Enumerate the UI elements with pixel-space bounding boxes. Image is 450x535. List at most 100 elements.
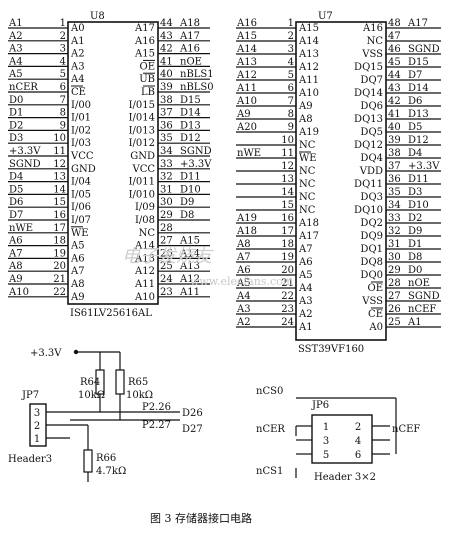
jp7-pin-number: 1 bbox=[34, 434, 40, 445]
pin-number: 26 bbox=[388, 304, 401, 315]
r66-value: 4.7kΩ bbox=[96, 466, 126, 477]
signal-label: D11 bbox=[180, 172, 201, 183]
pin-number: 13 bbox=[281, 174, 294, 185]
pin-number: 36 bbox=[388, 174, 401, 185]
d26-label: D26 bbox=[182, 408, 203, 419]
signal-label: A7 bbox=[8, 248, 23, 259]
jp6-pin-number: 2 bbox=[355, 422, 361, 433]
pin-number: 35 bbox=[160, 133, 173, 144]
chip-ref-label: U7 bbox=[318, 11, 333, 22]
pin-number: 9 bbox=[60, 120, 66, 131]
signal-label: D4 bbox=[408, 148, 422, 159]
jp7-pin-number: 3 bbox=[34, 408, 40, 419]
resistor-r65 bbox=[115, 369, 125, 395]
signal-label: D15 bbox=[408, 57, 429, 68]
signal-label: nBLS0 bbox=[180, 82, 214, 93]
pin-number: 5 bbox=[288, 70, 294, 81]
signal-label: +3.3V bbox=[9, 146, 41, 157]
pin-number: 41 bbox=[160, 56, 173, 67]
signal-label: A7 bbox=[236, 252, 251, 263]
pin-number: 45 bbox=[388, 57, 401, 68]
figure-caption: 图 3 存储器接口电路 bbox=[150, 511, 252, 525]
pin-name: VDD bbox=[359, 166, 383, 177]
pin-number: 43 bbox=[160, 31, 173, 42]
pin-name: NC bbox=[299, 179, 316, 190]
pin-number: 3 bbox=[60, 44, 66, 55]
signal-label: D10 bbox=[408, 200, 429, 211]
pin-number: 47 bbox=[388, 31, 401, 42]
pin-number: 39 bbox=[160, 82, 173, 93]
signal-label: A3 bbox=[236, 304, 251, 315]
pin-number: 43 bbox=[388, 83, 401, 94]
pin-number: 42 bbox=[388, 96, 401, 107]
pin-name: I/014 bbox=[129, 113, 155, 124]
pin-name: GND bbox=[71, 164, 96, 175]
pin-number: 40 bbox=[160, 69, 173, 80]
pin-number: 20 bbox=[53, 261, 66, 272]
pin-number: 9 bbox=[288, 122, 294, 133]
signal-label: A8 bbox=[8, 261, 23, 272]
pin-name: A8 bbox=[298, 114, 313, 125]
pin-number: 31 bbox=[160, 184, 173, 195]
pin-number: 19 bbox=[53, 248, 66, 259]
pin-name: A5 bbox=[70, 241, 85, 252]
pin-name: I/02 bbox=[71, 125, 91, 136]
pin-number: 30 bbox=[388, 252, 401, 263]
pin-number: 7 bbox=[60, 95, 66, 106]
signal-label: A6 bbox=[236, 265, 251, 276]
pin-name: NC bbox=[299, 192, 316, 203]
pin-number: 6 bbox=[60, 82, 66, 93]
pin-number: 28 bbox=[160, 223, 173, 234]
signal-label: A11 bbox=[179, 287, 200, 298]
pin-name: A4 bbox=[298, 283, 313, 294]
pin-number: 36 bbox=[160, 120, 173, 131]
pin-name: DQ2 bbox=[360, 218, 383, 229]
signal-label: D7 bbox=[408, 70, 422, 81]
ncef-label: nCEF bbox=[392, 424, 420, 435]
pin-number: 24 bbox=[160, 274, 173, 285]
signal-label: A8 bbox=[236, 239, 251, 250]
pin-name: I/015 bbox=[129, 100, 155, 111]
r64-ref: R64 bbox=[80, 377, 100, 388]
signal-label: A10 bbox=[236, 96, 257, 107]
pin-name: NC bbox=[299, 205, 316, 216]
pin-name: DQ9 bbox=[360, 231, 383, 242]
pin-name: A3 bbox=[298, 296, 313, 307]
pin-number: 38 bbox=[160, 95, 173, 106]
signal-label: D0 bbox=[9, 95, 23, 106]
pin-number: 25 bbox=[160, 261, 173, 272]
pin-number: 6 bbox=[288, 83, 294, 94]
pin-number: 44 bbox=[388, 70, 401, 81]
pin-name: A9 bbox=[298, 101, 313, 112]
pin-name: I/012 bbox=[129, 138, 155, 149]
pin-number: 19 bbox=[281, 252, 294, 263]
pin-name: I/013 bbox=[129, 125, 155, 136]
pin-number: 10 bbox=[281, 135, 294, 146]
pin-number: 21 bbox=[281, 278, 294, 289]
pin-name: A10 bbox=[134, 292, 155, 303]
pin-number: 27 bbox=[160, 236, 173, 247]
pin-name: DQ4 bbox=[360, 153, 383, 164]
signal-label: D7 bbox=[9, 210, 23, 221]
chip-ref-label: U8 bbox=[90, 11, 105, 22]
pin-name: A12 bbox=[298, 62, 319, 73]
pin-number: 11 bbox=[53, 146, 66, 157]
pin-number: 4 bbox=[60, 56, 66, 67]
signal-label: A5 bbox=[236, 278, 251, 289]
pin-name: DQ5 bbox=[360, 127, 383, 138]
signal-label: D10 bbox=[180, 184, 201, 195]
pin-number: 33 bbox=[388, 213, 401, 224]
pin-name: WE bbox=[71, 228, 89, 239]
pin-name: DQ7 bbox=[360, 75, 383, 86]
signal-label: A13 bbox=[236, 57, 257, 68]
signal-label: A9 bbox=[236, 109, 251, 120]
pin-number: 41 bbox=[388, 109, 401, 120]
signal-label: SGND bbox=[408, 44, 440, 55]
pin-name: I/00 bbox=[71, 100, 91, 111]
pin-name: I/04 bbox=[71, 177, 91, 188]
pin-name: A0 bbox=[368, 322, 383, 333]
signal-label: A2 bbox=[236, 317, 251, 328]
pin-name: LB bbox=[141, 87, 155, 98]
r64-value: 10kΩ bbox=[78, 390, 105, 401]
